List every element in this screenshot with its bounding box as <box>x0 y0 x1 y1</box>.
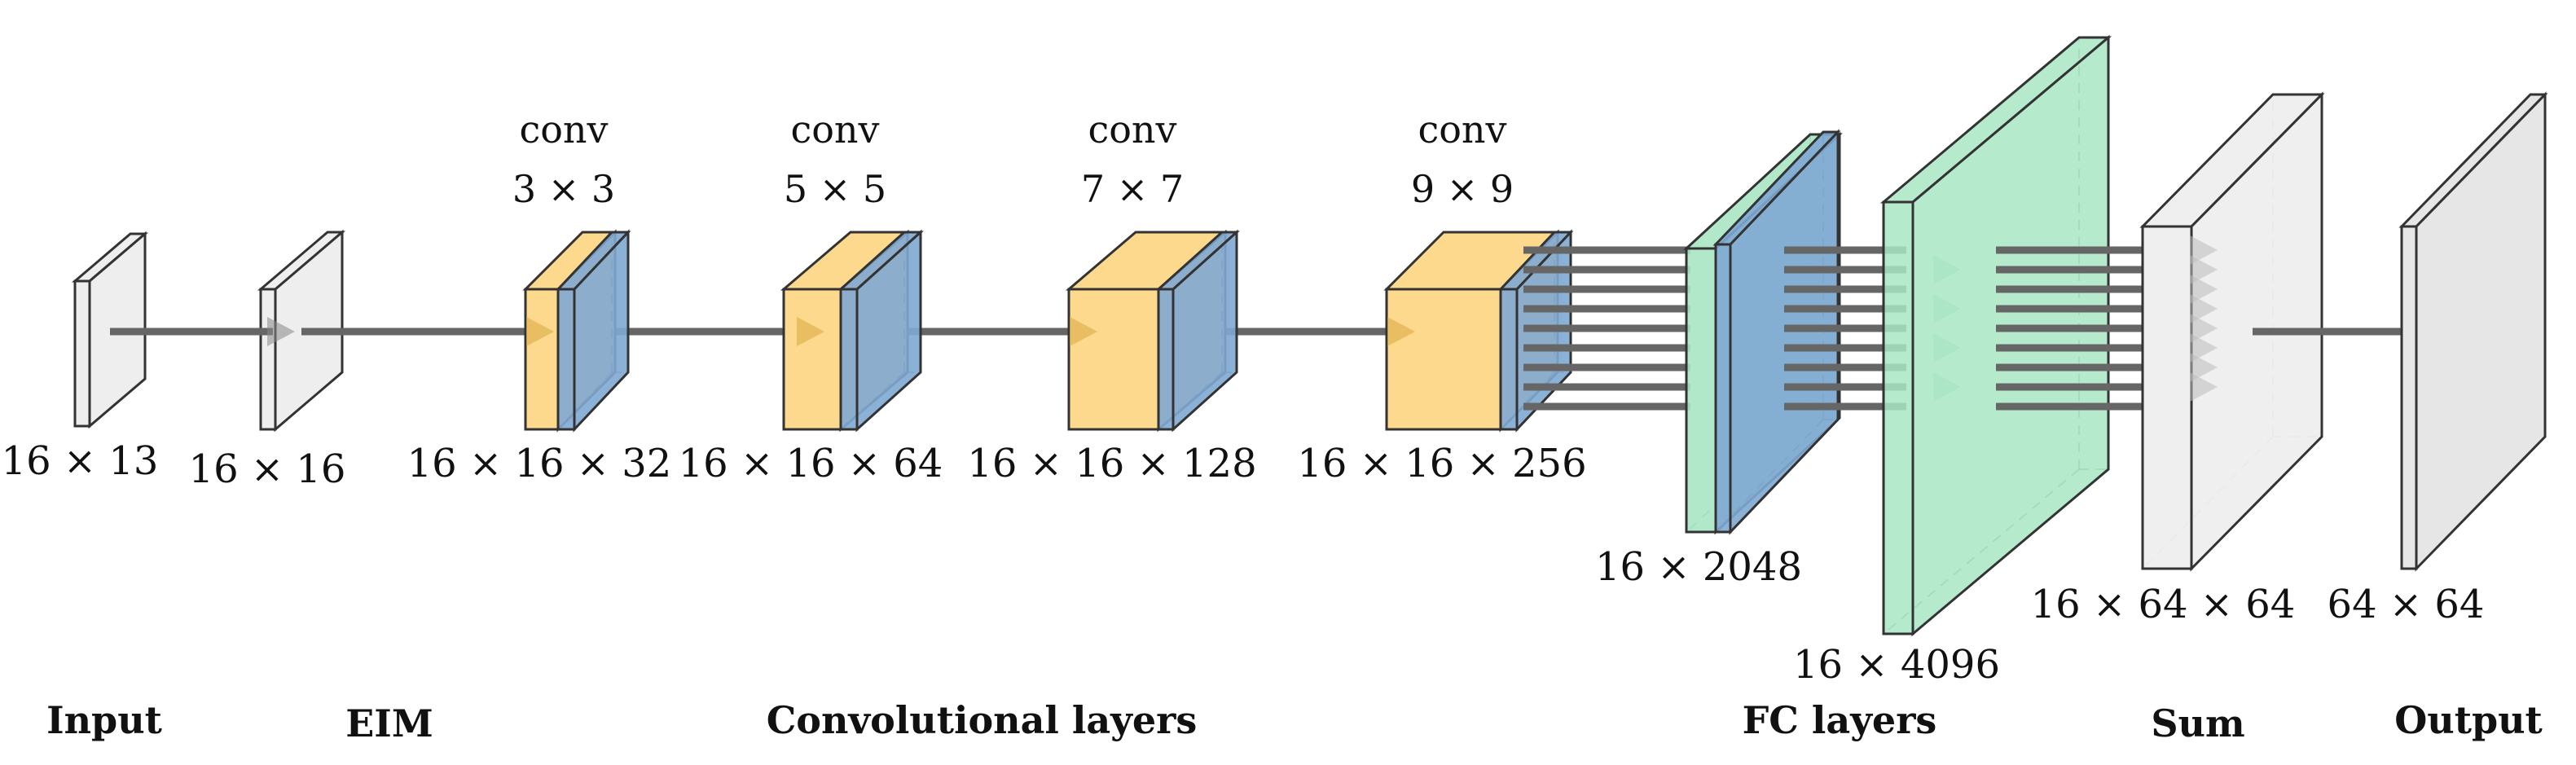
conv3-feature-cube-front-face <box>1067 288 1160 431</box>
conv1-kernel-label: 3 × 3 <box>512 167 615 211</box>
diagram-shapes <box>71 34 2548 637</box>
fc2-green-slab-side-face <box>1911 34 2110 637</box>
output-slab-front-face <box>2400 225 2418 570</box>
conv4-dim-label: 16 × 16 × 256 <box>1297 441 1586 486</box>
conv3-kernel-label: 7 × 7 <box>1081 167 1184 211</box>
section-label-fc: FC layers <box>1743 698 1937 742</box>
sum-dim-label: 16 × 64 × 64 <box>2031 582 2296 627</box>
conv1-op-label: conv <box>519 108 608 152</box>
sum-block-front-face <box>2141 225 2193 570</box>
conv3-op-label: conv <box>1088 108 1176 152</box>
fc1-dim-label: 16 × 2048 <box>1595 544 1802 590</box>
conv3-activation-slab-front-face <box>1157 288 1175 431</box>
arrow-into-sum-7 <box>2190 372 2218 402</box>
fc1-green-slab-front-face <box>1685 247 1717 534</box>
section-label-input: Input <box>46 698 163 742</box>
arrow-into-sum-3 <box>2190 294 2218 323</box>
output-slab-side-face <box>2415 91 2547 572</box>
arrow-into-sum-0 <box>2190 235 2218 265</box>
section-label-conv: Convolutional layers <box>767 698 1198 742</box>
fc2-green-slab-front-face <box>1882 200 1914 635</box>
conv2-dim-label: 16 × 16 × 64 <box>679 441 943 486</box>
section-label-eim: EIM <box>345 701 433 745</box>
arrow-into-sum-5 <box>2190 333 2218 363</box>
conv2-op-label: conv <box>790 108 879 152</box>
fc1-blue-slab-front-face <box>1714 243 1732 534</box>
section-label-sum: Sum <box>2151 701 2244 745</box>
input-dim-label: 16 × 13 <box>2 438 159 484</box>
section-label-output: Output <box>2394 698 2543 742</box>
conv2-kernel-label: 5 × 5 <box>784 167 886 211</box>
arrow-into-sum-1 <box>2190 255 2218 284</box>
arrow-input-eim <box>267 317 295 346</box>
arrow-into-conv1 <box>526 317 554 346</box>
conv2-feature-cube-front-face <box>782 288 842 431</box>
eim-dim-label: 16 × 16 <box>189 446 346 492</box>
arrow-into-conv2 <box>797 317 824 346</box>
arrow-into-sum-4 <box>2190 314 2218 343</box>
conv1-activation-slab-front-face <box>556 288 576 431</box>
arrow-into-sum-6 <box>2190 353 2218 382</box>
conv3-dim-label: 16 × 16 × 128 <box>967 441 1256 486</box>
arrow-into-sum-2 <box>2190 275 2218 304</box>
arrow-into-conv3 <box>1070 317 1097 346</box>
output-dim-label: 64 × 64 <box>2328 582 2485 627</box>
fc2-dim-label: 16 × 4096 <box>1793 642 2000 688</box>
conv2-activation-slab-front-face <box>839 288 859 431</box>
conv4-kernel-label: 9 × 9 <box>1411 167 1514 211</box>
conv1-feature-cube-front-face <box>524 288 560 431</box>
eim-slab-front-face <box>259 288 277 431</box>
conv1-dim-label: 16 × 16 × 32 <box>407 441 672 486</box>
conv4-op-label: conv <box>1418 108 1506 152</box>
input-slab-front-face <box>73 279 91 428</box>
conv4-feature-cube-front-face <box>1385 288 1502 431</box>
conv4-activation-slab-front-face <box>1499 288 1519 431</box>
arrow-into-conv4 <box>1387 317 1415 346</box>
